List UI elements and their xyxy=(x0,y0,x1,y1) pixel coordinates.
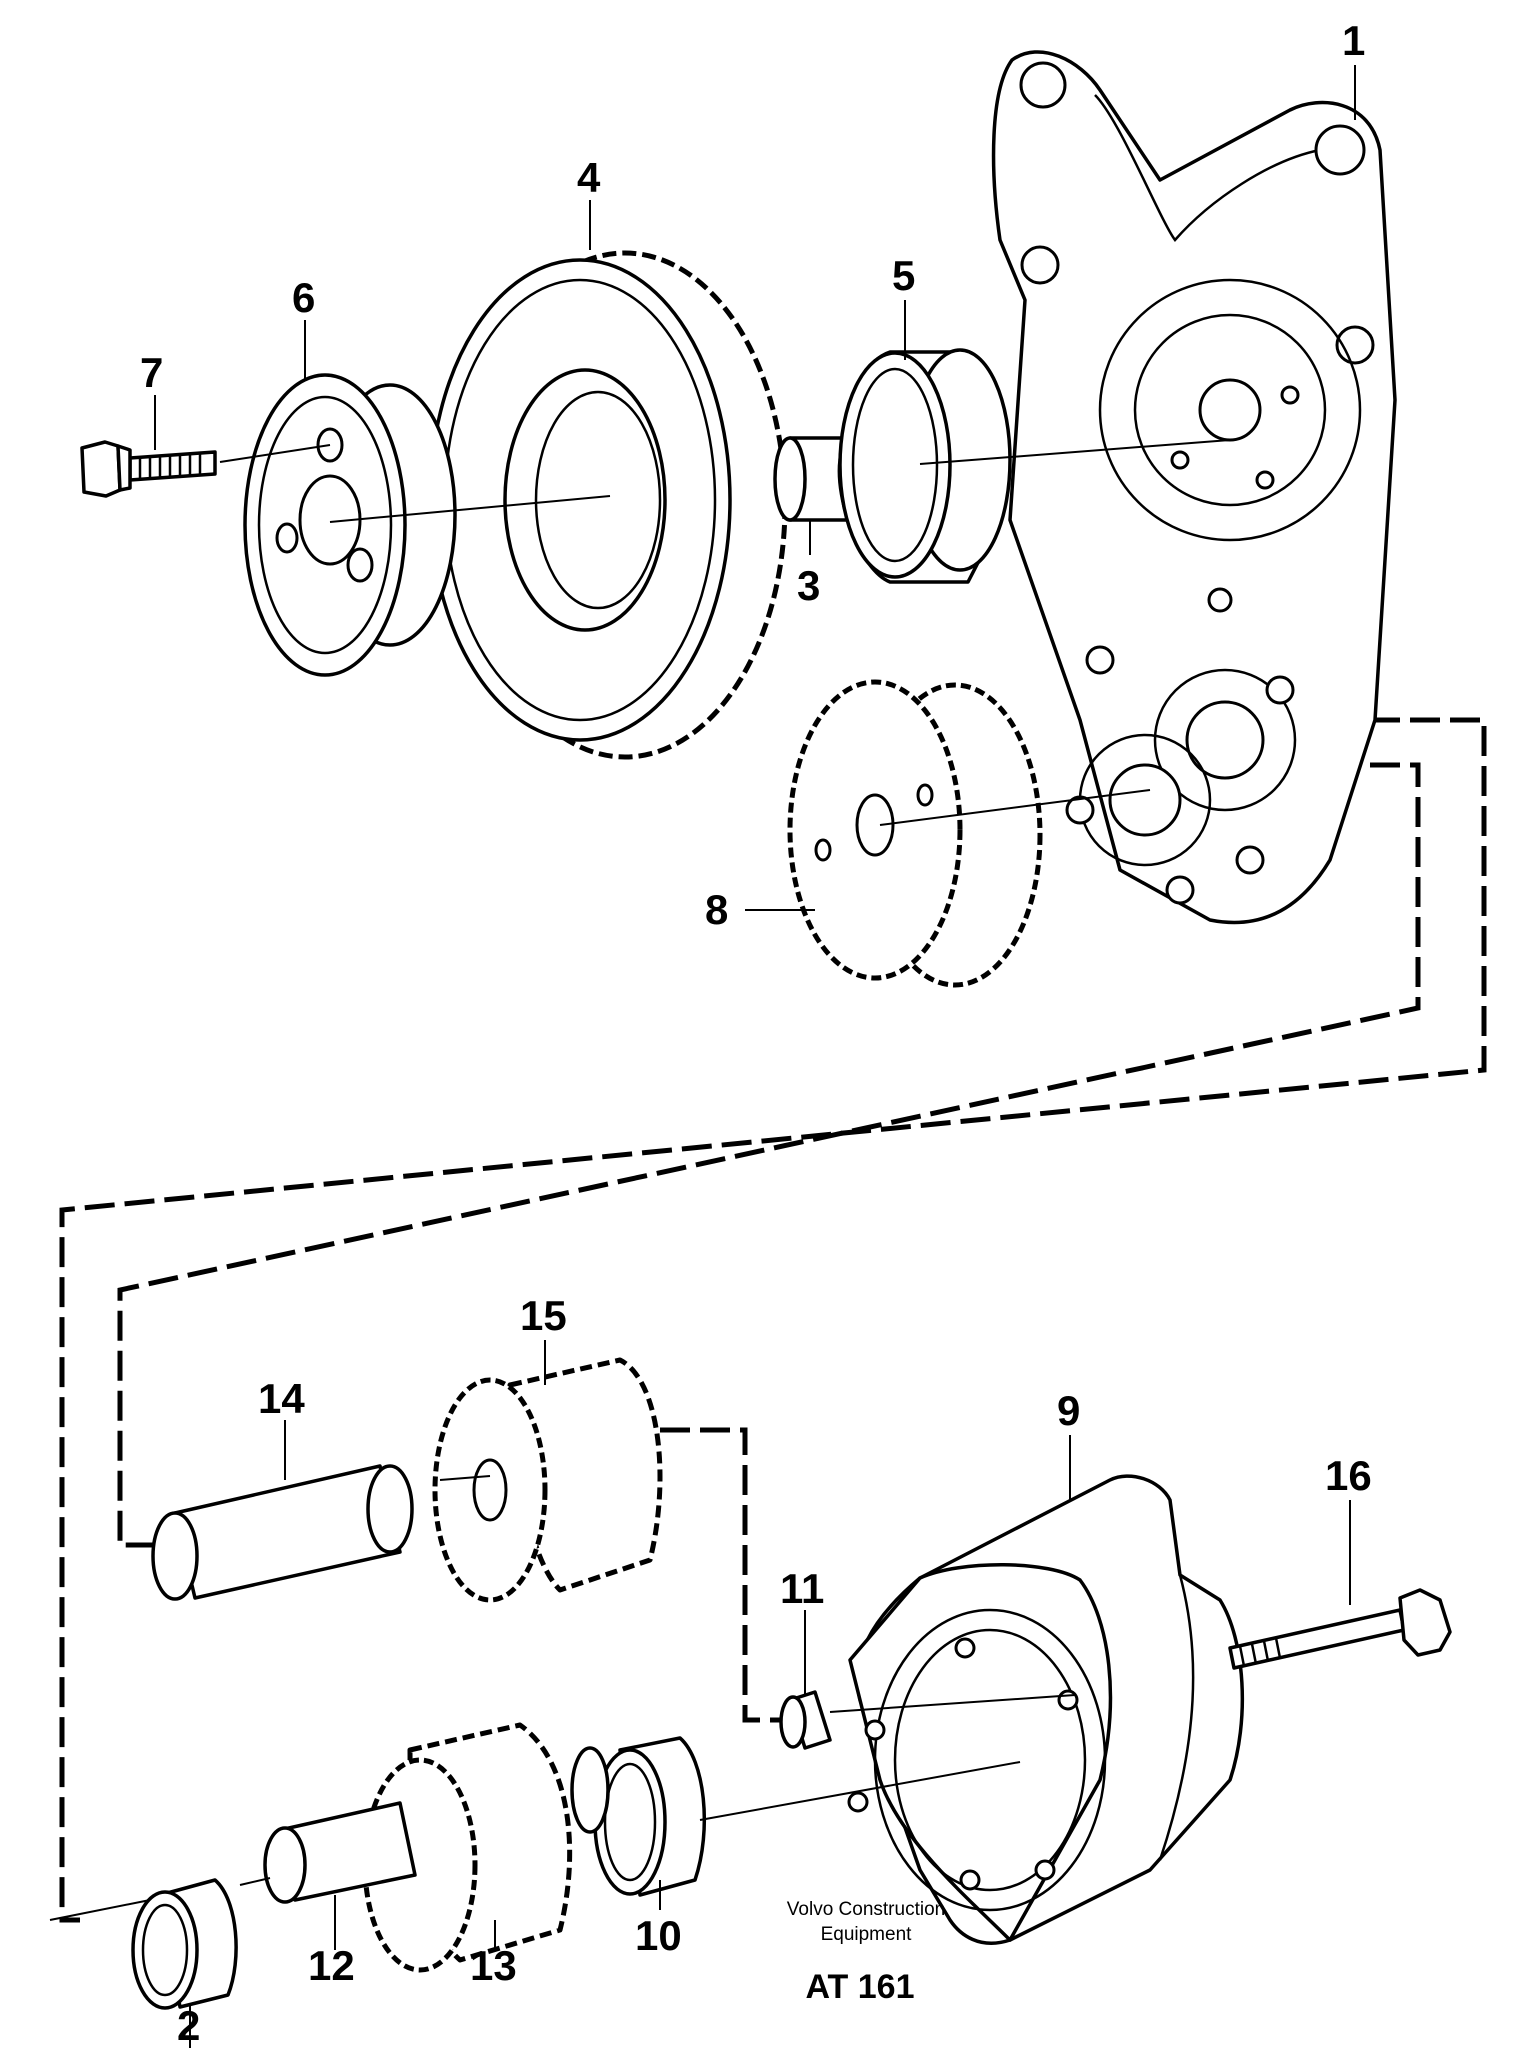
part-14-pin xyxy=(151,1464,414,1601)
caption-drawing-code: AT 161 xyxy=(806,1968,915,2006)
caption-equipment: Equipment xyxy=(821,1924,913,1945)
callout-5: 5 xyxy=(892,252,915,299)
assembly-dashed-lines xyxy=(59,717,1487,1923)
part-10-bushing xyxy=(593,1736,707,1897)
caption-block: Volvo Construction Equipment AT 161 xyxy=(787,1899,945,2006)
callout-7: 7 xyxy=(140,349,163,396)
part-12-shaft xyxy=(263,1801,417,1904)
callout-6: 6 xyxy=(292,274,315,321)
callout-4: 4 xyxy=(577,154,601,201)
part-16-long-bolt xyxy=(1228,1588,1452,1670)
callout-2: 2 xyxy=(177,2002,200,2048)
callout-10: 10 xyxy=(635,1912,682,1959)
part-2-bushing xyxy=(131,1878,238,2010)
part-7-bolt xyxy=(80,440,217,498)
part-5-bushing xyxy=(837,348,1012,584)
callout-15: 15 xyxy=(520,1292,567,1339)
part-9-pump-housing xyxy=(847,1474,1245,1945)
dashed-line-outer xyxy=(59,717,1487,1923)
caption-company: Volvo Construction xyxy=(787,1899,945,1920)
part-8-small-gear xyxy=(787,679,1043,988)
callout-12: 12 xyxy=(308,1942,355,1989)
callout-11: 11 xyxy=(780,1565,824,1612)
callout-leaders xyxy=(154,65,1356,2048)
dashed-line-pump xyxy=(660,1427,800,1723)
callout-labels: 1 4 5 6 7 3 8 15 14 9 16 11 10 12 13 2 xyxy=(140,17,1372,2048)
callout-8: 8 xyxy=(705,886,728,933)
callout-1: 1 xyxy=(1342,17,1365,64)
part-1-housing xyxy=(991,50,1397,925)
callout-14: 14 xyxy=(258,1375,305,1422)
callout-16: 16 xyxy=(1325,1452,1372,1499)
center-lines xyxy=(49,439,1231,1921)
part-6-hub-flange xyxy=(243,373,457,677)
part-11-sleeve xyxy=(779,1690,832,1750)
callout-9: 9 xyxy=(1057,1387,1080,1434)
callout-13: 13 xyxy=(470,1942,517,1989)
callout-3: 3 xyxy=(797,562,820,609)
dashed-line-inner xyxy=(117,762,1421,1548)
part-15-spur-gear xyxy=(432,1357,663,1603)
part-4-large-gear xyxy=(428,250,788,760)
